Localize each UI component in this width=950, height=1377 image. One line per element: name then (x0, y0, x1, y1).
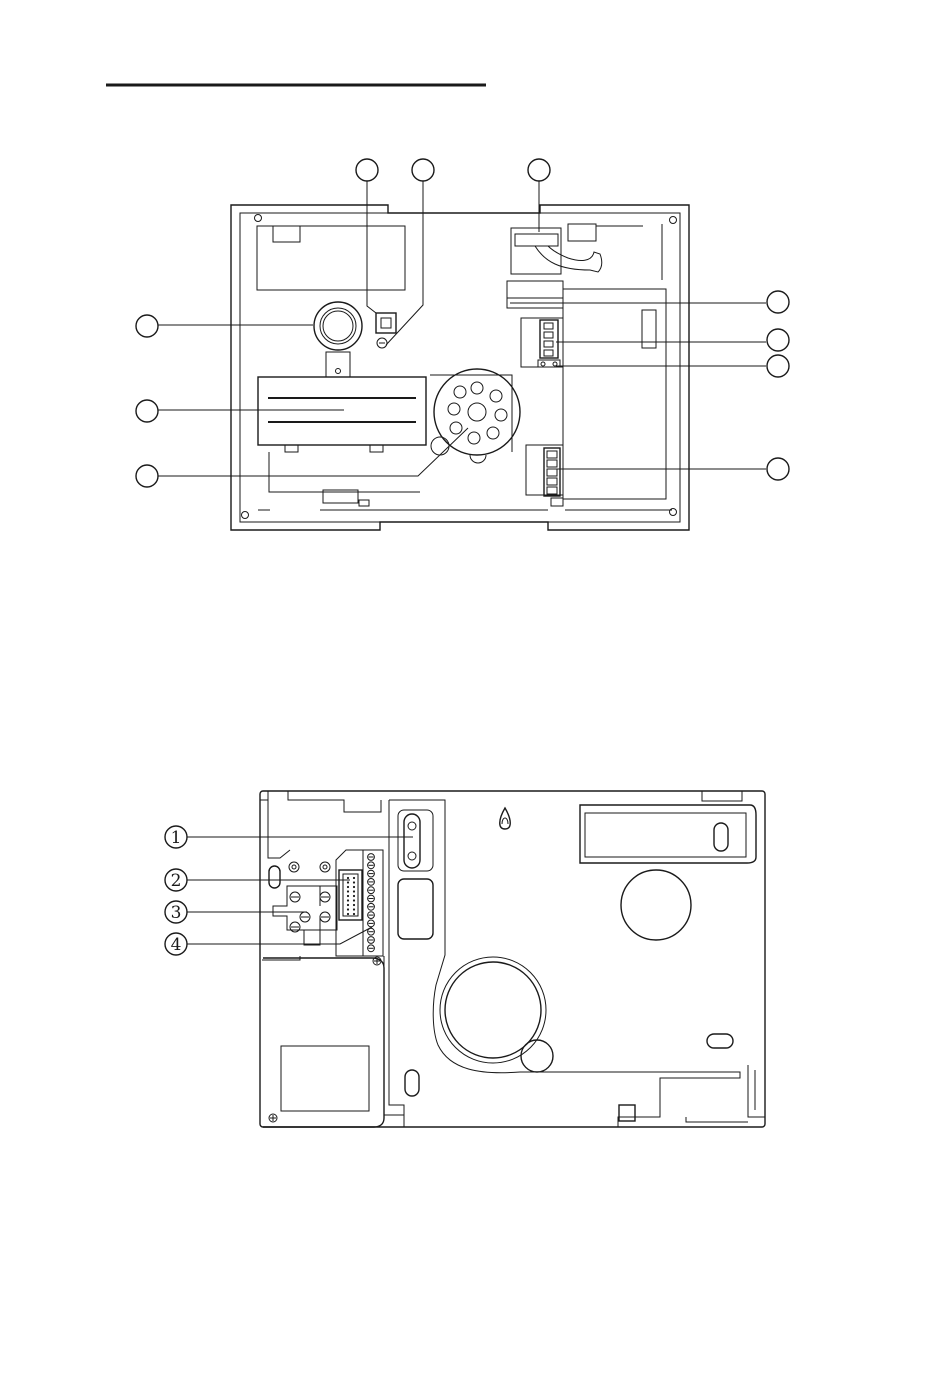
header-pin (353, 895, 355, 897)
callout-right-1 (767, 291, 789, 313)
callout-right-4 (767, 458, 789, 480)
header-pin (353, 913, 355, 915)
callout-right-3 (767, 355, 789, 377)
ribbon-cable (511, 224, 662, 280)
battery-compartment (263, 958, 384, 1127)
header-pin (347, 886, 349, 888)
knockout-window (398, 879, 433, 939)
callout-left-2 (136, 400, 158, 422)
speaker (430, 369, 520, 463)
top-left-module (257, 226, 405, 290)
bottom-callout-circles: 1 2 3 4 (165, 826, 187, 955)
header-pin (353, 899, 355, 901)
header-pin (347, 890, 349, 892)
round-knockout (621, 870, 691, 940)
tamper-switch (273, 886, 337, 945)
svg-text:3: 3 (171, 903, 182, 923)
bottom-slot (405, 1070, 419, 1096)
wire-path (269, 452, 420, 492)
svg-text:1: 1 (171, 828, 182, 848)
header-pin (347, 895, 349, 897)
callout-top-3 (528, 159, 550, 181)
svg-text:2: 2 (171, 871, 182, 891)
callout-2: 2 (165, 869, 187, 891)
pin-header (339, 870, 362, 920)
header-pin (353, 886, 355, 888)
speaker-cavity (440, 957, 553, 1072)
top-right-cavity (580, 791, 756, 863)
callout-right-2 (767, 329, 789, 351)
mounting-slot-top (398, 810, 433, 871)
callout-top-1 (356, 159, 378, 181)
battery-holder (258, 377, 426, 452)
inner-contour (389, 800, 740, 1127)
terminal-block-upper (538, 320, 560, 367)
small-square (619, 1105, 635, 1121)
terminal-block-lower (526, 445, 563, 506)
callout-left-3 (136, 465, 158, 487)
usb-connector (376, 313, 396, 348)
backplate-outer-frame (260, 791, 765, 1127)
top-left-notch (268, 791, 381, 812)
header-pin (353, 904, 355, 906)
bottom-backplate-diagram: 1 2 3 4 (165, 791, 765, 1127)
header-pin (353, 877, 355, 879)
header-pin (347, 904, 349, 906)
callout-top-2 (412, 159, 434, 181)
header-pin (347, 881, 349, 883)
pin-header-dots (347, 877, 355, 915)
right-pcb (563, 289, 666, 499)
header-pin (353, 881, 355, 883)
top-outer-frame (231, 205, 689, 530)
callout-left-1 (136, 315, 158, 337)
buzzer (314, 302, 362, 377)
top-leader-lines (158, 181, 766, 476)
mounting-slot-left (269, 866, 280, 888)
bottom-right-bracket (686, 1065, 765, 1122)
callout-3: 3 (165, 901, 187, 923)
top-panel-diagram (136, 159, 789, 530)
top-callout-circles (136, 159, 789, 487)
svg-text:4: 4 (171, 935, 182, 955)
header-pin (347, 877, 349, 879)
header-pin (347, 913, 349, 915)
callout-4: 4 (165, 933, 187, 955)
left-compartment-wall (384, 956, 404, 1127)
header-pin (347, 899, 349, 901)
header-pin (353, 908, 355, 910)
header-pin (353, 890, 355, 892)
small-oval-slot (707, 1034, 733, 1048)
callout-1: 1 (165, 826, 187, 848)
header-pin (347, 908, 349, 910)
